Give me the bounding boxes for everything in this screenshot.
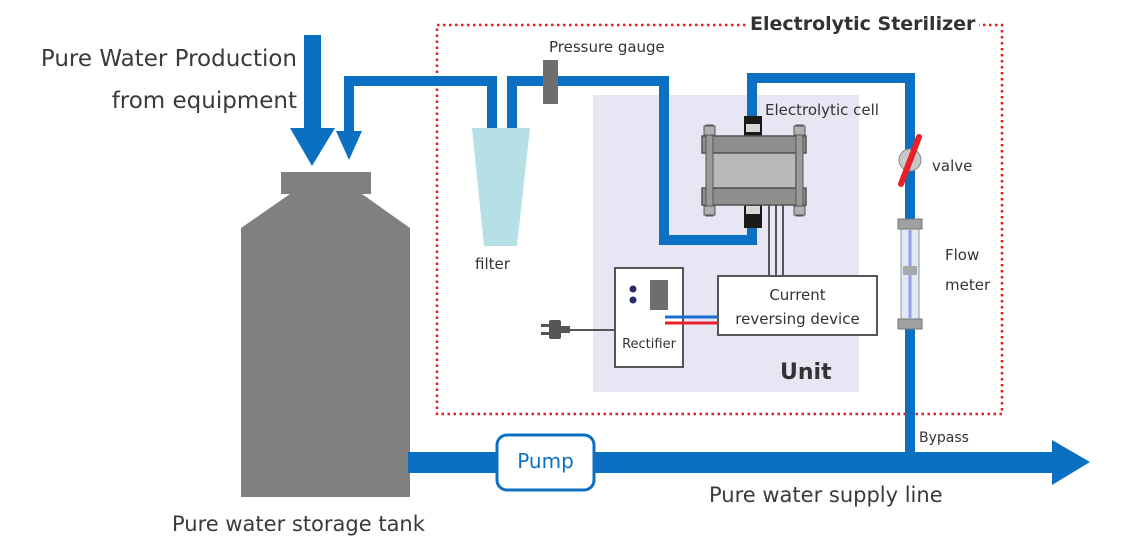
source-label-line1: Pure Water Production bbox=[40, 46, 297, 72]
storage-tank bbox=[241, 172, 410, 497]
current-reversing-label-line2: reversing device bbox=[735, 310, 860, 328]
current-reversing-device bbox=[717, 275, 878, 336]
pressure-gauge-label: Pressure gauge bbox=[549, 38, 665, 56]
pump-label: Pump bbox=[517, 449, 574, 473]
sterilizer-boundary bbox=[435, 23, 1004, 416]
power-plug-icon bbox=[541, 320, 615, 339]
rectifier-label: Rectifier bbox=[622, 337, 676, 352]
filter-icon bbox=[472, 128, 530, 246]
filter-to-cell-pipe bbox=[507, 76, 757, 245]
pressure-gauge-icon bbox=[543, 60, 558, 104]
flow-meter-label-line1: Flow bbox=[945, 246, 980, 264]
source-label: Pure Water Production from equipment bbox=[27, 38, 297, 122]
current-reversing-label: Current reversing device bbox=[718, 283, 877, 331]
flow-meter-icon bbox=[897, 218, 923, 330]
pump-icon bbox=[495, 433, 596, 492]
valve-icon bbox=[898, 134, 922, 187]
source-label-line2: from equipment bbox=[111, 88, 297, 114]
filter-label: filter bbox=[475, 255, 510, 273]
flow-meter-label-line2: meter bbox=[945, 276, 991, 294]
return-pipe bbox=[336, 76, 497, 160]
sterilizer-title: Electrolytic Sterilizer bbox=[746, 13, 980, 36]
cell-wires bbox=[768, 205, 784, 276]
valve-label: valve bbox=[932, 157, 973, 175]
tank-label: Pure water storage tank bbox=[172, 512, 425, 536]
unit-label: Unit bbox=[780, 360, 832, 385]
electrolytic-cell-label: Electrolytic cell bbox=[765, 101, 879, 119]
current-reversing-label-line1: Current bbox=[769, 286, 826, 304]
bypass-label: Bypass bbox=[919, 430, 969, 446]
electrolytic-cell-icon bbox=[701, 116, 807, 228]
flow-meter-label: Flow meter bbox=[945, 240, 990, 300]
supply-line-label: Pure water supply line bbox=[709, 483, 943, 507]
production-inlet-arrow bbox=[290, 35, 335, 166]
supply-arrow-head bbox=[1052, 440, 1090, 485]
